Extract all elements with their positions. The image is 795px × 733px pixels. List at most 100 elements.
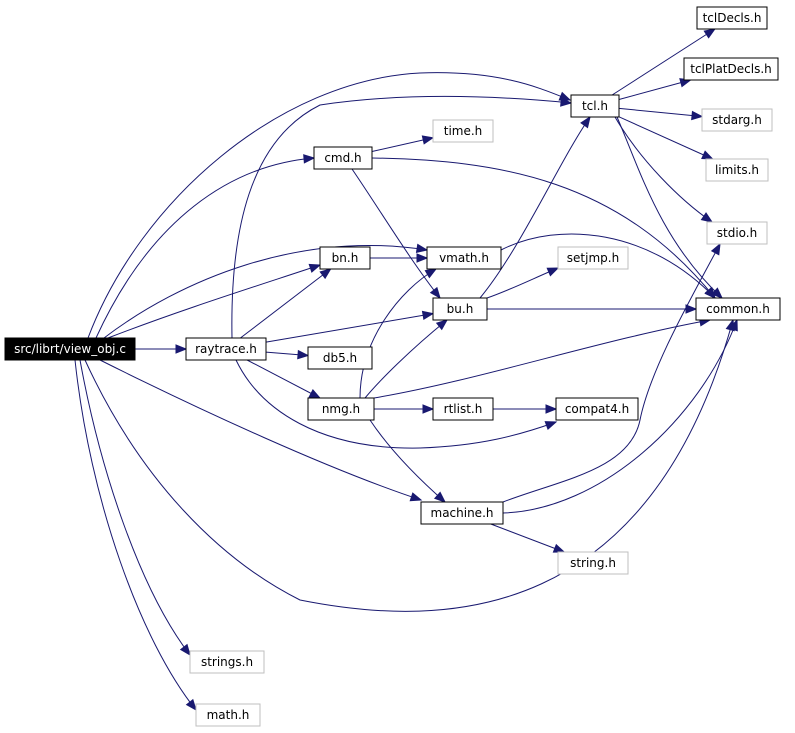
node-limits[interactable]: limits.h <box>705 158 769 182</box>
arrowhead <box>175 344 188 354</box>
node-box <box>432 297 488 321</box>
node-time[interactable]: time.h <box>432 119 494 143</box>
node-tclDecls[interactable]: tclDecls.h <box>696 6 768 30</box>
arrowhead <box>544 421 558 431</box>
node-bn[interactable]: bn.h <box>319 246 371 270</box>
edge-line <box>87 72 571 339</box>
edge-view_obj-to-cmd <box>95 154 316 339</box>
node-db5[interactable]: db5.h <box>307 346 373 370</box>
edge-line <box>371 157 716 299</box>
node-common[interactable]: common.h <box>695 297 781 321</box>
nodes-layer: src/librt/view_obj.c raytrace.h db5.h cmd.h… <box>4 6 781 727</box>
arrowhead <box>415 243 429 254</box>
edge-line <box>103 245 428 339</box>
node-math[interactable]: math.h <box>195 703 261 727</box>
arrowhead <box>179 643 191 657</box>
edge-tcl-to-common <box>616 116 723 299</box>
edge-raytrace-to-bn <box>240 268 332 339</box>
edge-cmd-to-bu <box>351 168 441 300</box>
arrowhead <box>424 268 438 279</box>
edge-line <box>369 419 446 503</box>
node-label: setjmp.h <box>567 251 619 265</box>
edge-line <box>614 116 713 223</box>
node-setjmp[interactable]: setjmp.h <box>557 246 629 270</box>
node-compat4[interactable]: compat4.h <box>555 397 639 421</box>
node-tcl[interactable]: tcl.h <box>570 94 620 118</box>
node-box <box>313 146 373 170</box>
arrowhead <box>728 318 738 332</box>
edge-tcl-to-stdio <box>614 116 714 223</box>
node-stdarg[interactable]: stdarg.h <box>701 108 773 132</box>
edge-line <box>74 359 197 711</box>
edge-raytrace-to-tcl <box>231 95 573 339</box>
edge-view_obj-to-math <box>74 359 197 712</box>
node-box <box>706 221 768 245</box>
arrowhead <box>421 310 435 321</box>
edge-bn-to-vmath <box>370 253 429 263</box>
arrowhead <box>580 115 591 129</box>
edge-nmg-to-vmath <box>359 268 438 399</box>
arrowhead <box>691 110 704 121</box>
node-label: nmg.h <box>322 402 360 416</box>
node-box <box>307 346 373 370</box>
edge-machine-to-string <box>490 523 566 553</box>
edge-view_obj-to-strings <box>79 359 191 657</box>
edge-view_obj-to-vmath <box>103 243 429 339</box>
edge-raytrace-to-bu <box>265 310 435 343</box>
arrowhead <box>416 253 429 263</box>
node-nmg[interactable]: nmg.h <box>307 397 375 421</box>
arrowhead <box>546 267 560 277</box>
arrowhead <box>701 150 714 160</box>
node-machine[interactable]: machine.h <box>420 501 504 525</box>
edge-line <box>99 359 422 501</box>
node-box <box>189 650 265 674</box>
edge-line <box>79 359 191 656</box>
edge-nmg-to-rtlist <box>374 404 435 414</box>
node-label: string.h <box>570 556 616 570</box>
edge-tcl-to-stdarg <box>618 107 704 121</box>
edge-rtlist-to-compat4 <box>493 404 558 414</box>
node-label: time.h <box>444 124 483 138</box>
edge-machine-to-common <box>502 318 738 514</box>
arrowhead <box>297 349 310 360</box>
arrowhead <box>700 212 714 223</box>
edge-tcl-to-tclDecls <box>611 28 717 96</box>
edge-line <box>95 157 315 339</box>
edge-line <box>479 116 591 299</box>
node-strings[interactable]: strings.h <box>189 650 265 674</box>
edge-line <box>84 319 734 612</box>
node-label: tcl.h <box>582 99 608 113</box>
node-cmd[interactable]: cmd.h <box>313 146 373 170</box>
edge-view_obj-to-common <box>84 318 735 612</box>
edge-machine-to-stdio <box>502 242 721 503</box>
arrowhead <box>703 28 717 39</box>
node-label: src/librt/view_obj.c <box>14 342 126 356</box>
node-bu[interactable]: bu.h <box>432 297 488 321</box>
edge-line <box>490 523 565 553</box>
edge-line <box>265 313 434 343</box>
node-box <box>555 397 639 421</box>
edge-view_obj-to-bn <box>107 263 322 339</box>
node-box <box>701 108 773 132</box>
node-vmath[interactable]: vmath.h <box>426 246 502 270</box>
arrowhead <box>409 492 423 502</box>
edge-line <box>373 319 711 399</box>
arrowhead <box>560 97 573 107</box>
arrowhead <box>429 286 441 300</box>
arrowhead <box>558 91 572 101</box>
node-rtlist[interactable]: rtlist.h <box>432 397 494 421</box>
node-raytrace[interactable]: raytrace.h <box>185 337 267 361</box>
node-stdio[interactable]: stdio.h <box>706 221 768 245</box>
node-view_obj[interactable]: src/librt/view_obj.c <box>4 337 136 361</box>
node-tclPlatDecls[interactable]: tclPlatDecls.h <box>683 57 779 81</box>
node-string[interactable]: string.h <box>557 551 629 575</box>
arrowhead <box>308 263 322 273</box>
node-box <box>185 337 267 361</box>
node-box <box>705 158 769 182</box>
edge-tcl-to-limits <box>618 116 714 160</box>
node-box <box>695 297 781 321</box>
node-label: stdio.h <box>717 226 757 240</box>
node-label: limits.h <box>715 163 759 177</box>
edge-view_obj-to-tcl <box>87 72 572 339</box>
node-box <box>195 703 261 727</box>
